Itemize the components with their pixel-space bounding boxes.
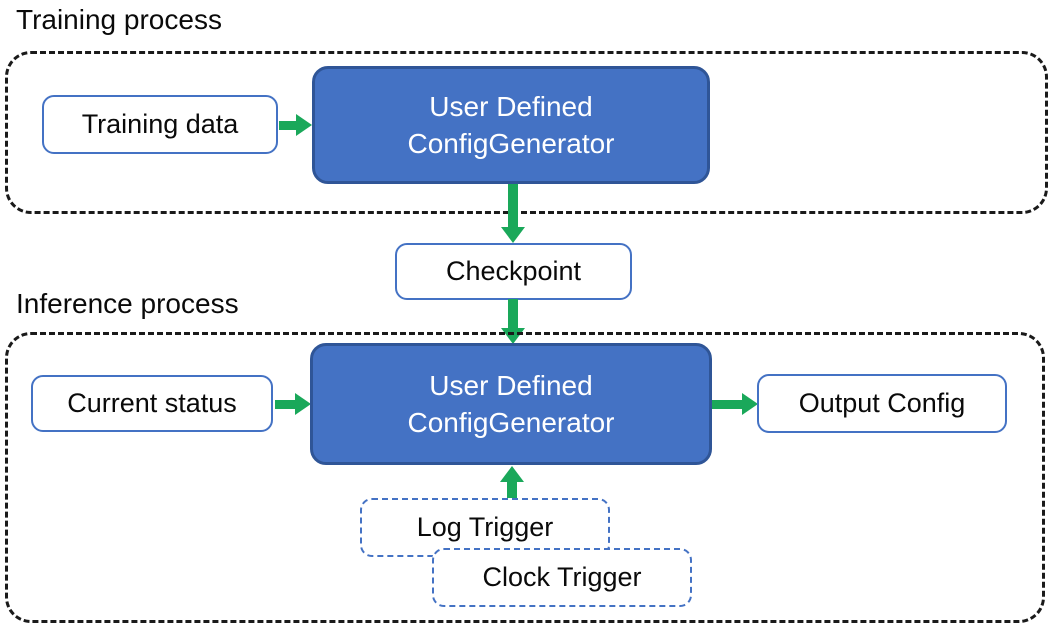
arrow-head (295, 393, 311, 415)
training-config-generator-box: User Defined ConfigGenerator (312, 66, 710, 184)
arrow-shaft (275, 399, 295, 409)
arrow-generator-to-output-icon (712, 393, 758, 415)
training-process-label: Training process (16, 4, 222, 35)
arrow-shaft (279, 120, 296, 130)
arrow-head (501, 227, 525, 243)
checkpoint-label: Checkpoint (445, 256, 582, 286)
arrow-training-data-to-generator-icon (279, 114, 312, 136)
clock-trigger-box: Clock Trigger (432, 548, 692, 607)
current-status-box: Current status (31, 375, 273, 432)
inference-config-generator-box: User Defined ConfigGenerator (310, 343, 712, 465)
arrow-shaft (508, 184, 518, 227)
current-status-label: Current status (67, 388, 237, 418)
arrow-status-to-generator-icon (275, 393, 311, 415)
output-config-label: Output Config (798, 388, 966, 418)
training-data-box: Training data (42, 95, 278, 154)
arrow-generator-to-checkpoint-icon (501, 184, 525, 243)
generator-label-line1: User Defined (429, 370, 593, 401)
arrow-shaft (507, 482, 517, 499)
arrow-trigger-to-generator-icon (500, 466, 524, 499)
arrow-head (500, 466, 524, 482)
clock-trigger-label: Clock Trigger (482, 562, 642, 592)
generator-label-line1: User Defined (429, 91, 593, 122)
arrow-head (742, 393, 758, 415)
generator-label-line2: ConfigGenerator (407, 128, 615, 159)
log-trigger-label: Log Trigger (416, 512, 554, 542)
training-data-label: Training data (81, 109, 239, 139)
generator-label-line2: ConfigGenerator (407, 407, 615, 438)
training-process-container (5, 51, 1048, 214)
arrow-shaft (508, 299, 518, 328)
inference-process-container (5, 332, 1045, 623)
checkpoint-box: Checkpoint (395, 243, 632, 300)
inference-process-label: Inference process (16, 288, 239, 319)
arrow-head (296, 114, 312, 136)
output-config-box: Output Config (757, 374, 1007, 433)
arrow-shaft (712, 399, 742, 409)
